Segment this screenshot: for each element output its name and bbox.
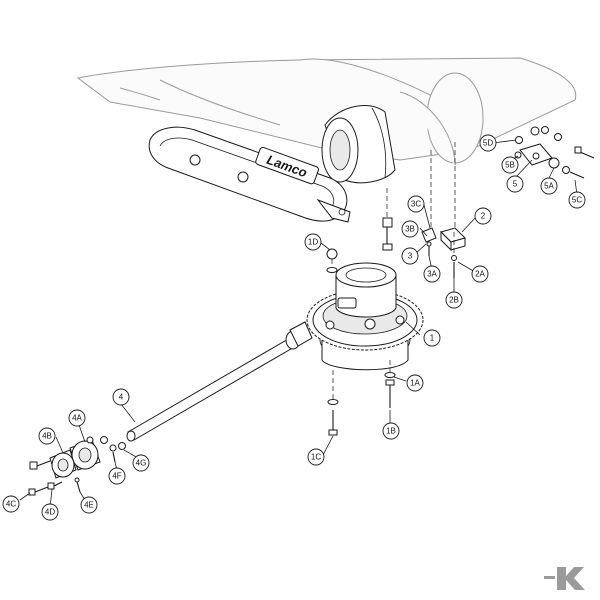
svg-text:4E: 4E [84,501,94,510]
callout-4a: 4A [68,409,86,427]
hardware-5-group [514,126,595,179]
callout-4b: 4B [38,427,56,445]
svg-text:5D: 5D [483,139,493,148]
bolt-4e-pin [74,477,81,493]
svg-text:1A: 1A [410,379,420,388]
callout-4d: 4D [41,503,59,521]
callout-1c: 1C [307,448,325,466]
svg-text:1: 1 [430,334,435,343]
svg-text:1B: 1B [386,427,396,436]
brand-logo [544,567,585,590]
callout-5: 5 [506,175,524,193]
bolt-1c [327,370,339,436]
gearbox-top-bolt [382,188,393,251]
bolt-left [29,460,51,470]
svg-text:5B: 5B [505,161,515,170]
callout-4: 4 [112,388,130,406]
callout-1: 1 [423,329,441,347]
svg-text:4D: 4D [45,508,55,517]
motor-hub [321,105,396,184]
svg-text:2: 2 [481,212,486,221]
bolt-4d [47,481,63,490]
callout-4e: 4E [80,496,98,514]
gearbox-assembly [306,262,424,371]
svg-text:5: 5 [513,180,518,189]
bolt-4c [28,486,49,496]
callout-2: 2 [474,207,492,225]
svg-text:3: 3 [408,252,413,261]
bolt-4f [112,451,116,463]
callout-4g: 4G [132,454,150,472]
bolt-1b [384,360,396,408]
bolt-2a [451,232,457,278]
callout-1d: 1D [304,233,322,251]
callout-1a: 1A [406,374,424,392]
svg-text:3B: 3B [405,225,415,234]
flange-bearing [49,436,126,479]
callout-3a: 3A [423,265,441,283]
chain-case: Lamco [148,126,351,223]
callout-3: 3 [401,247,419,265]
svg-text:4F: 4F [112,472,121,481]
svg-text:4C: 4C [6,500,16,509]
svg-text:1C: 1C [311,453,321,462]
callout-3b: 3B [401,220,419,238]
svg-text:4: 4 [119,393,124,402]
bracket-2 [440,227,466,252]
bracket-3 [421,227,437,256]
svg-text:4G: 4G [136,459,147,468]
callout-2b: 2B [445,291,463,309]
svg-text:4A: 4A [72,414,82,423]
drive-shaft [126,321,313,442]
callout-5b: 5B [501,156,519,174]
nut-1d [326,248,338,273]
callout-2a: 2A [471,265,489,283]
callout-5c: 5C [568,191,586,209]
svg-text:1D: 1D [308,238,318,247]
callout-5a: 5A [540,177,558,195]
callout-4f: 4F [108,467,126,485]
svg-text:3C: 3C [411,200,421,209]
svg-text:5C: 5C [572,196,582,205]
svg-text:5A: 5A [544,182,554,191]
svg-text:3A: 3A [427,270,437,279]
callout-1b: 1B [382,422,400,440]
callout-5d: 5D [479,134,497,152]
callout-3c: 3C [407,195,425,213]
svg-text:2B: 2B [449,296,459,305]
svg-text:4B: 4B [42,432,52,441]
callout-4c: 4C [2,495,20,513]
svg-text:2A: 2A [475,270,485,279]
